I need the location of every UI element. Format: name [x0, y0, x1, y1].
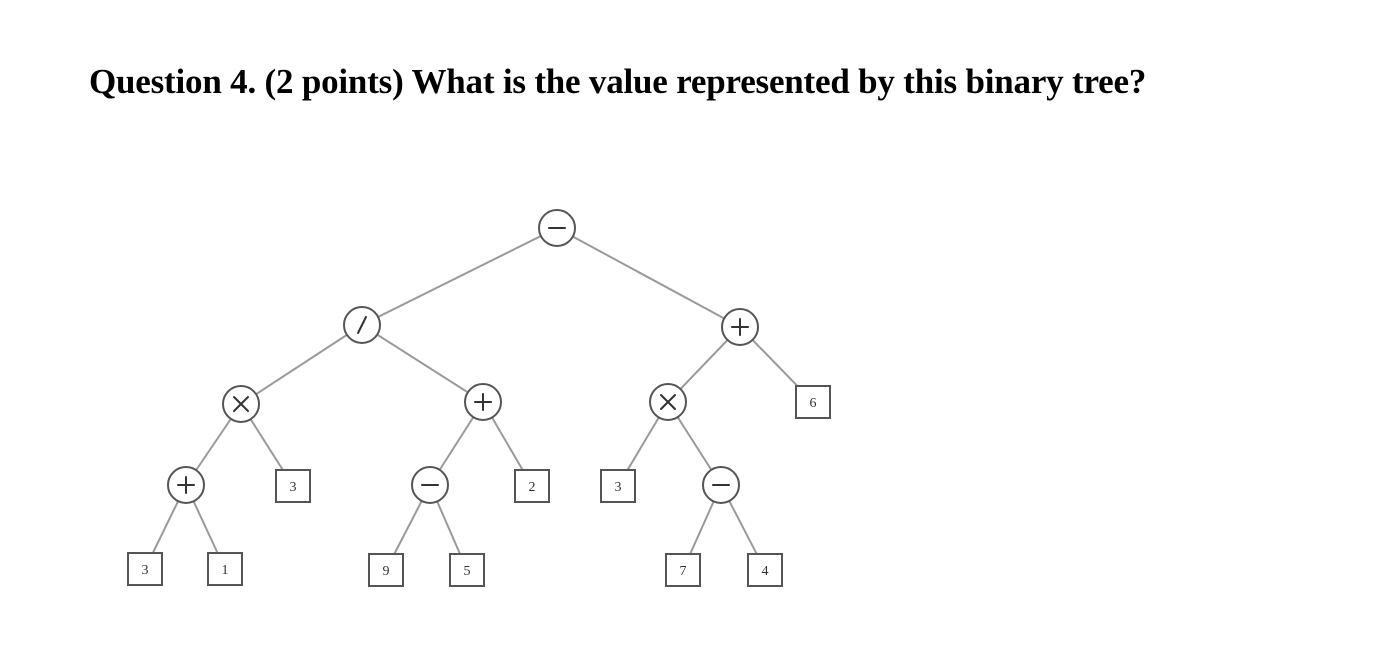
tree-edge	[556, 227, 741, 328]
question-heading: Question 4. (2 points) What is the value…	[89, 62, 1147, 101]
divide-operator-node	[343, 306, 381, 344]
leaf-node: 6	[795, 385, 831, 419]
times-icon	[233, 396, 249, 412]
leaf-value: 7	[680, 564, 687, 579]
plus-operator-node	[464, 383, 502, 421]
plus-icon	[474, 393, 492, 411]
minus-operator-node	[702, 466, 740, 504]
tree-edge	[361, 227, 558, 326]
tree-edge	[361, 324, 484, 403]
times-operator-node	[222, 385, 260, 423]
leaf-node: 3	[275, 469, 311, 503]
times-icon	[660, 394, 676, 410]
plus-icon	[177, 476, 195, 494]
leaf-value: 3	[615, 480, 622, 495]
plus-operator-node	[167, 466, 205, 504]
leaf-value: 5	[464, 564, 471, 579]
leaf-value: 3	[290, 480, 297, 495]
leaf-value: 2	[529, 480, 536, 495]
tree-edge	[240, 324, 363, 405]
minus-operator-node	[538, 209, 576, 247]
leaf-value: 3	[142, 563, 149, 578]
plus-operator-node	[721, 308, 759, 346]
leaf-node: 7	[665, 553, 701, 587]
leaf-node: 2	[514, 469, 550, 503]
times-operator-node	[649, 383, 687, 421]
divide-icon	[357, 316, 367, 334]
leaf-node: 3	[600, 469, 636, 503]
leaf-value: 6	[810, 396, 817, 411]
leaf-value: 4	[762, 564, 769, 579]
leaf-node: 4	[747, 553, 783, 587]
leaf-node: 1	[207, 552, 243, 586]
minus-operator-node	[411, 466, 449, 504]
leaf-node: 9	[368, 553, 404, 587]
leaf-node: 5	[449, 553, 485, 587]
plus-icon	[731, 318, 749, 336]
leaf-node: 3	[127, 552, 163, 586]
leaf-value: 1	[222, 563, 229, 578]
leaf-value: 9	[383, 564, 390, 579]
